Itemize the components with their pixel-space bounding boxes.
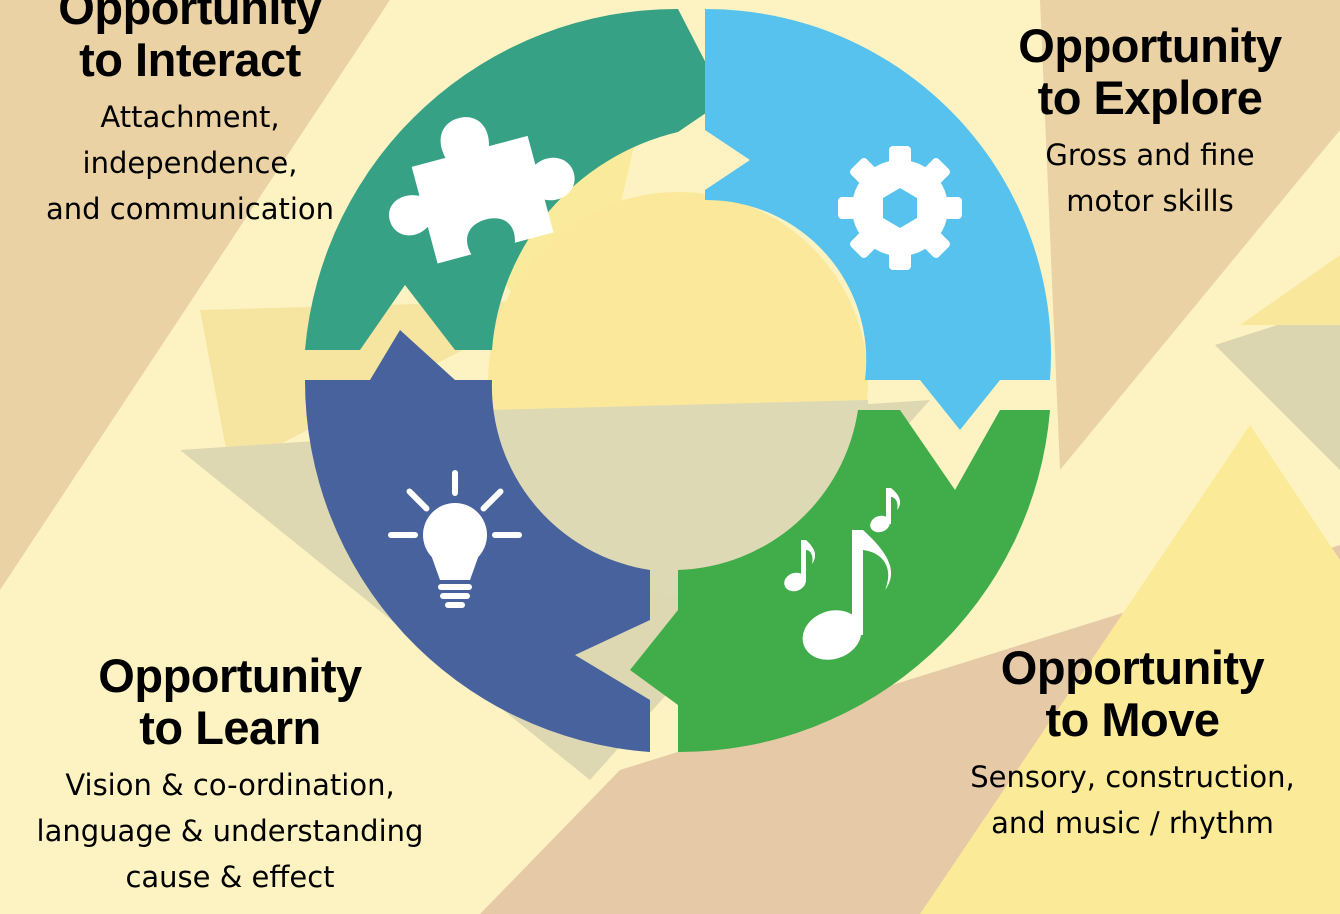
bg-triangle (1215, 305, 1340, 470)
desc-learn: Vision & co-ordination, language & under… (10, 762, 450, 900)
gear-icon (838, 146, 962, 270)
puzzle-piece-icon (389, 117, 575, 264)
desc-line: language & understanding (36, 814, 424, 848)
title-explore-line2: to Explore (1037, 71, 1263, 124)
title-learn-line2: to Learn (139, 701, 321, 754)
desc-line: motor skills (1066, 184, 1234, 218)
desc-line: cause & effect (125, 860, 335, 894)
title-move-line1: Opportunity (1000, 641, 1265, 694)
title-interact-line1: Opportunity (58, 0, 322, 34)
title-explore: Opportunity to Explore (990, 20, 1310, 124)
title-explore-line1: Opportunity (1018, 19, 1282, 72)
label-move: Opportunity to Move Sensory, constructio… (940, 642, 1325, 846)
desc-line: Gross and fine (1045, 138, 1255, 172)
label-explore: Opportunity to Explore Gross and fine mo… (990, 20, 1310, 224)
desc-interact: Attachment, independence, and communicat… (20, 94, 360, 232)
desc-line: Attachment, (100, 100, 280, 134)
label-learn: Opportunity to Learn Vision & co-ordinat… (10, 650, 450, 900)
bg-triangle (920, 425, 1340, 914)
bg-triangle (1240, 255, 1340, 325)
desc-line: Sensory, construction, (970, 760, 1295, 794)
segment-move (630, 410, 1050, 753)
title-interact: Opportunity to Interact (20, 0, 360, 86)
title-interact-line2: to Interact (79, 33, 301, 86)
title-learn-line1: Opportunity (98, 649, 362, 702)
bg-triangle (1040, 0, 1340, 470)
title-move: Opportunity to Move (940, 642, 1325, 746)
desc-line: and music / rhythm (991, 806, 1274, 840)
title-move-line2: to Move (1045, 693, 1220, 746)
title-learn: Opportunity to Learn (10, 650, 450, 754)
music-notes-icon (784, 488, 901, 660)
desc-line: and communication (45, 192, 335, 226)
desc-line: Vision & co-ordination, (65, 768, 395, 802)
lightbulb-icon (388, 470, 522, 608)
desc-explore: Gross and fine motor skills (990, 132, 1310, 224)
label-interact: Opportunity to Interact Attachment, inde… (20, 0, 360, 232)
bg-triangle (0, 0, 390, 590)
desc-move: Sensory, construction, and music / rhyth… (940, 754, 1325, 846)
desc-line: independence, (82, 146, 298, 180)
